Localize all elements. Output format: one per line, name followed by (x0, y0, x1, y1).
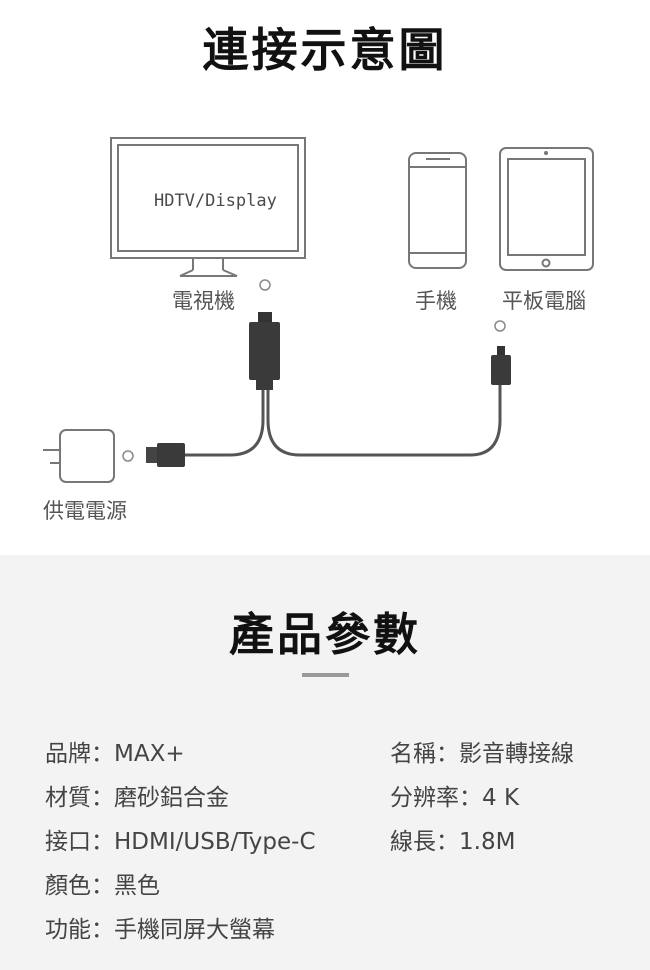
spec-interface: 接口：HDMI/USB/Type-C (45, 829, 316, 855)
cable (185, 380, 502, 457)
spec-color: 顏色：黑色 (45, 873, 160, 899)
spec-name: 名稱：影音轉接線 (390, 741, 574, 767)
usb-connector (146, 443, 185, 467)
typec-port-indicator (494, 320, 506, 332)
spec-material: 材質：磨砂鋁合金 (45, 785, 229, 811)
phone-icon (408, 152, 467, 269)
specs-title: 產品參數 (228, 608, 421, 661)
diagram-section (0, 0, 650, 555)
tv-screen-text: HDTV/Display (154, 191, 277, 211)
connection-diagram (43, 137, 594, 483)
tablet-label: 平板電腦 (502, 289, 586, 313)
tv-icon (110, 137, 306, 277)
spec-brand: 品牌：MAX+ (45, 741, 185, 767)
spec-length: 線長：1.8M (390, 829, 516, 855)
power-label: 供電電源 (43, 499, 127, 523)
typec-connector (491, 346, 511, 385)
power-port-indicator (122, 450, 134, 462)
title-divider (302, 673, 349, 677)
tv-port-indicator (259, 279, 271, 291)
spec-resolution: 分辨率：4 K (390, 785, 520, 811)
hdmi-connector (249, 312, 280, 390)
power-adapter-icon (43, 429, 115, 483)
tv-label: 電視機 (172, 289, 235, 313)
specs-section (0, 555, 650, 970)
spec-function: 功能：手機同屏大螢幕 (45, 917, 275, 943)
diagram-title: 連接示意圖 (202, 23, 448, 77)
tablet-icon (499, 147, 594, 271)
phone-label: 手機 (415, 289, 457, 313)
